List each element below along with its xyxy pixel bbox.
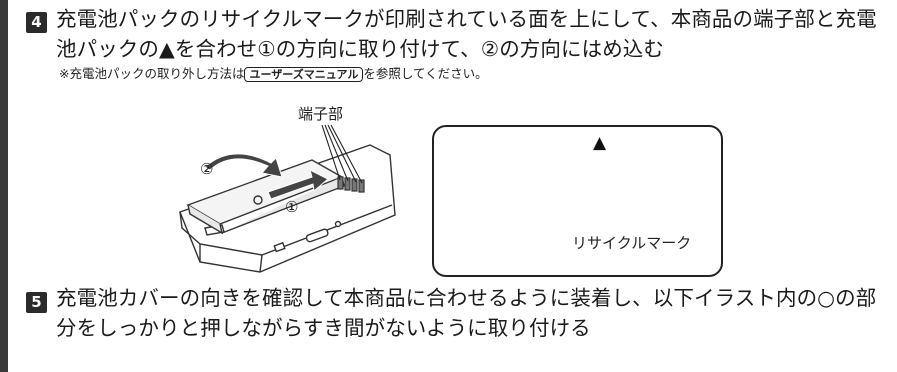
note-text-after: を参照してください。 (363, 66, 488, 81)
recycle-mark-label: リサイクルマーク (572, 234, 692, 252)
manual-reference-badge: ユーザーズマニュアル (244, 67, 364, 82)
note-text-before: ※充電池パックの取り外し方法は (59, 66, 245, 81)
arrow-direction-2 (204, 153, 283, 178)
arrow-direction-1 (267, 169, 329, 200)
step-4-note: ※充電池パックの取り外し方法はユーザーズマニュアルを参照してください。 (59, 66, 887, 82)
triangle-mark: ▲ (593, 133, 607, 153)
terminal-leader-lines (321, 124, 363, 184)
terminal-label: 端子部 (298, 105, 344, 123)
step-4-text: 充電池パックのリサイクルマークが印刷されている面を上にして、本商品の端子部と充電… (56, 7, 877, 61)
direction-1-label: ① (285, 198, 299, 216)
direction-2-label: ② (200, 160, 214, 178)
terminal-contacts (337, 176, 365, 193)
step-5: 5 充電池カバーの向きを確認して本商品に合わせるように装着し、以下イラスト内の○… (26, 283, 887, 343)
callout-box (432, 125, 723, 277)
step-5-text: 充電池カバーの向きを確認して本商品に合わせるように装着し、以下イラスト内の○の部… (56, 286, 877, 340)
step-4: 4 充電池パックのリサイクルマークが印刷されている面を上にして、本商品の端子部と… (26, 4, 887, 82)
step-number-5: 5 (26, 292, 47, 313)
step-number-4: 4 (26, 12, 47, 33)
page-edge-bar (0, 0, 8, 372)
